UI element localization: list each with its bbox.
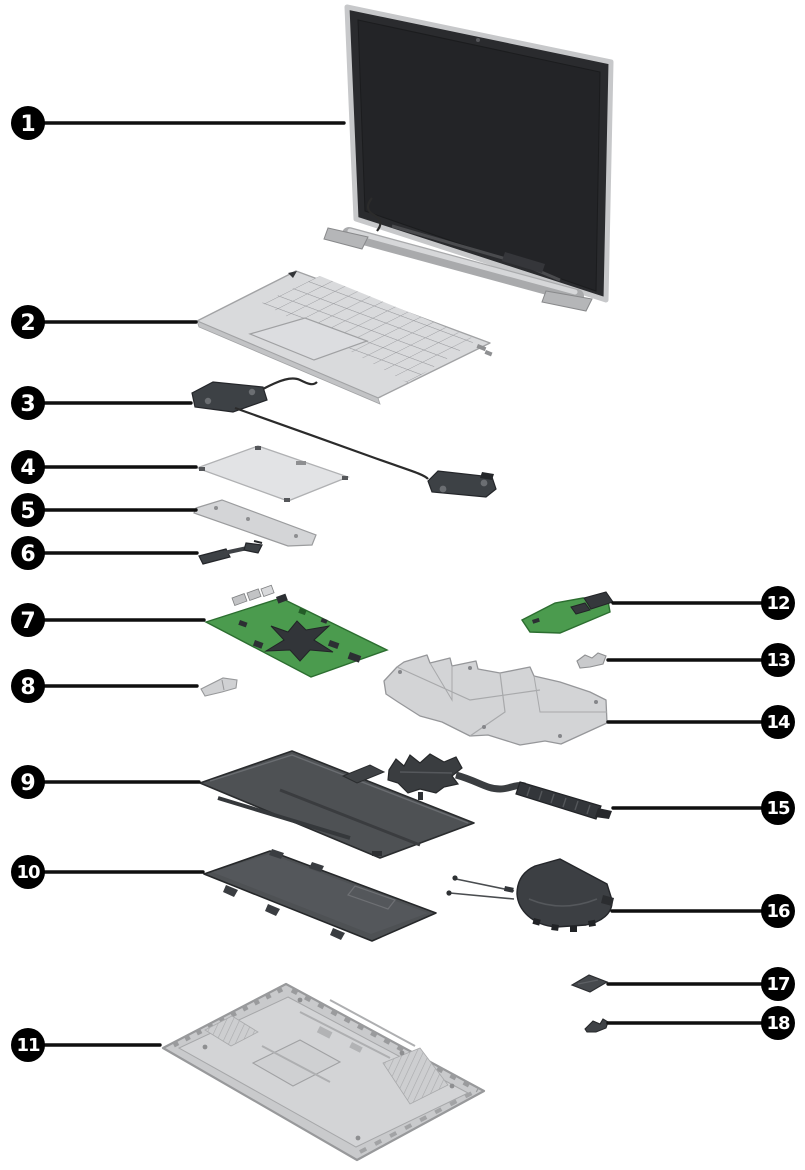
- callout-5-number: 5: [20, 499, 35, 524]
- part-1-display-assembly: [323, 4, 614, 312]
- usb-port: [570, 602, 591, 615]
- part-12-usb-board: [520, 591, 614, 634]
- part-6-touchpad-cable: [198, 540, 263, 565]
- callout-15: 15: [611, 791, 795, 825]
- callout-18: 18: [606, 1006, 795, 1040]
- card-body: [570, 974, 609, 993]
- touchpad-outline: [248, 317, 369, 361]
- part-15-heatsink: [387, 753, 612, 820]
- part-14-shield: [383, 654, 608, 746]
- callout-17-number: 17: [766, 974, 790, 995]
- bracket-plate: [193, 499, 317, 547]
- display-cable: [366, 197, 382, 232]
- callout-8: 8: [11, 669, 199, 703]
- callout-12-number: 12: [766, 593, 789, 614]
- callout-4-number: 4: [20, 456, 35, 481]
- part-9-battery: [199, 750, 475, 859]
- callout-6-number: 6: [20, 542, 35, 567]
- heatsink-bracket-x: [264, 620, 334, 662]
- webcam-dot-icon: [476, 38, 480, 42]
- part-10-battery-alt: [203, 849, 437, 942]
- battery-connector-flap: [341, 764, 386, 784]
- part-4-touchpad: [195, 445, 350, 502]
- port: [260, 584, 275, 598]
- callout-3: 3: [11, 386, 193, 420]
- part-11-bottom-cover: [161, 982, 486, 1162]
- callout-14: 14: [606, 705, 795, 739]
- callout-13-number: 13: [766, 650, 790, 671]
- fan-body: [516, 858, 613, 928]
- hinge-bracket-right: [541, 290, 593, 312]
- antenna-wire: [455, 878, 515, 892]
- part-17-card: [570, 974, 609, 993]
- part-3-speakers: [191, 377, 497, 498]
- part-16-fan: [446, 858, 614, 932]
- edge-ribs: [168, 986, 284, 1050]
- callout-16: 16: [610, 894, 795, 928]
- shield-plate: [383, 654, 608, 746]
- speaker-left: [191, 381, 268, 413]
- hinge-rail: [342, 227, 584, 303]
- callout-7: 7: [11, 603, 206, 637]
- hinge-bracket-left: [323, 227, 369, 250]
- callout-2: 2: [11, 305, 198, 339]
- callout-15-number: 15: [766, 798, 790, 819]
- callout-1: 1: [11, 106, 346, 140]
- callout-3-number: 3: [20, 392, 35, 417]
- callout-9-number: 9: [20, 771, 35, 796]
- antenna-wire: [449, 892, 515, 900]
- part-2-top-cover-keyboard: [196, 270, 493, 405]
- part-8-bracket: [200, 677, 238, 697]
- callout-18-number: 18: [766, 1013, 790, 1034]
- speaker-wire: [262, 377, 318, 390]
- bracket-tiny: [584, 1018, 609, 1033]
- callout-13: 13: [606, 643, 795, 677]
- callout-16-number: 16: [766, 901, 790, 922]
- callout-7-number: 7: [20, 609, 35, 634]
- part-18-bracket: [584, 1018, 609, 1033]
- callout-5: 5: [11, 493, 198, 527]
- part-7-system-board: [204, 584, 389, 678]
- fin-bar: [515, 781, 602, 820]
- callout-1-number: 1: [20, 112, 35, 137]
- callout-9: 9: [11, 765, 201, 799]
- bracket-small: [200, 677, 238, 697]
- part-5-touchpad-bracket: [193, 499, 317, 547]
- callout-11-number: 11: [16, 1035, 40, 1056]
- bracket-small: [576, 652, 607, 669]
- edge-ribs: [290, 987, 480, 1093]
- callout-8-number: 8: [20, 675, 35, 700]
- side-port: [476, 343, 487, 352]
- part-13-bracket: [576, 652, 607, 669]
- callout-14-number: 14: [766, 712, 790, 733]
- callout-12: 12: [611, 586, 795, 620]
- callout-6: 6: [11, 536, 199, 570]
- callout-11: 11: [11, 1028, 162, 1062]
- callout-2-number: 2: [20, 311, 35, 336]
- callout-10: 10: [11, 855, 205, 889]
- battery-body: [199, 750, 475, 859]
- vent-area: [204, 1015, 259, 1047]
- side-port: [484, 350, 493, 357]
- cable-connector: [198, 548, 231, 565]
- touchpad-plate: [195, 445, 350, 502]
- port: [231, 593, 248, 607]
- callout-4: 4: [11, 450, 198, 484]
- edge-ribs: [359, 1091, 473, 1154]
- port: [246, 588, 262, 602]
- heat-pipe: [455, 771, 526, 793]
- vent-area: [382, 1047, 449, 1105]
- display-screen: [357, 19, 601, 292]
- keyboard-grid: [262, 276, 477, 383]
- callout-17: 17: [606, 967, 795, 1001]
- speaker-cable: [234, 406, 429, 480]
- callout-10-number: 10: [16, 862, 40, 883]
